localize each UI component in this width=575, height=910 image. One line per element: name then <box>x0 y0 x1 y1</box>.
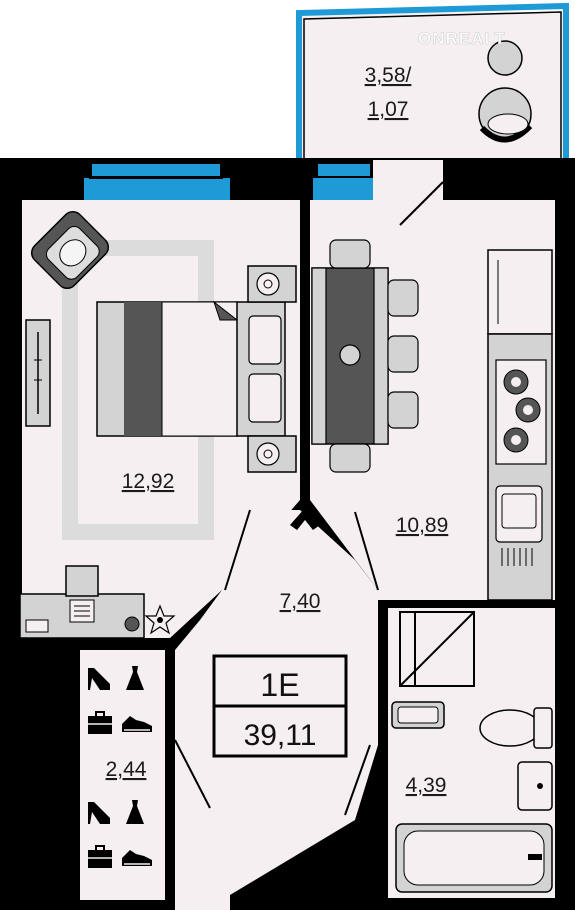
bathtub-faucet <box>528 854 542 860</box>
suitcase-icon-2 <box>88 845 112 868</box>
monitor <box>65 565 99 597</box>
partition-wall <box>300 200 310 505</box>
plant-icon <box>144 604 176 635</box>
balcony-rail-inner <box>303 11 562 158</box>
burner-3 <box>503 427 529 453</box>
keyboard-keys <box>74 605 90 617</box>
nightstand-bottom <box>247 435 297 473</box>
nightstand-top <box>247 265 297 303</box>
bathroom-area-label: 4,39 <box>406 774 447 797</box>
kitchen-door-leaf <box>354 511 379 591</box>
shoe-heel-icon <box>88 668 110 690</box>
pillow-top <box>248 315 282 365</box>
washing-machine-inner <box>397 706 439 724</box>
dining-table-edge-right <box>373 267 389 445</box>
chair-top <box>329 239 371 269</box>
balcony-rail <box>296 2 569 158</box>
bedroom-area-label: 12,92 <box>122 470 175 493</box>
wardrobe-door-leaf <box>174 739 211 809</box>
chair-right-3 <box>387 391 419 429</box>
bath-sink-drain <box>537 783 543 789</box>
sneaker-icon <box>122 716 152 732</box>
dining-table-edge <box>311 267 327 445</box>
burner-1 <box>503 369 529 395</box>
chair-right-2 <box>387 335 419 373</box>
mouse <box>124 616 140 632</box>
dress-icon <box>126 666 144 690</box>
balcony-stool <box>487 40 523 76</box>
armchair <box>30 210 110 290</box>
shoe-heel-icon-2 <box>88 802 110 824</box>
balcony-area-label: 3,58/ <box>365 64 412 87</box>
apartment-total-area: 39,11 <box>244 719 317 752</box>
kitchen-area-label: 10,89 <box>396 514 449 537</box>
sink-basin <box>501 493 537 529</box>
toilet-tank <box>533 707 553 749</box>
bedroom-door-leaf <box>224 509 251 591</box>
toilet <box>479 709 541 747</box>
wardrobe-area-label: 2,44 <box>106 758 147 781</box>
balcony-door <box>373 160 443 200</box>
bathtub-inner <box>403 830 545 886</box>
kitchen-window-glass <box>318 164 370 176</box>
balcony-area-label-2: 1,07 <box>368 98 409 121</box>
hall-area-label: 7,40 <box>280 590 321 613</box>
bed-sheet <box>161 301 238 437</box>
bath-sink <box>517 761 553 811</box>
watermark: ONREALT <box>418 29 506 48</box>
bed-blanket-stripe <box>124 302 162 436</box>
bedroom-window <box>84 178 230 200</box>
apartment-type: 1Е <box>260 667 299 703</box>
sink-drainboard <box>501 548 533 566</box>
suitcase-icon <box>88 711 112 734</box>
pillow-bottom <box>248 373 282 423</box>
burner-2 <box>515 397 541 423</box>
kitchen-window <box>313 178 373 200</box>
wall-cabinet-detail2 <box>34 359 42 381</box>
dress-icon-2 <box>126 800 144 824</box>
chair-right-1 <box>387 279 419 317</box>
partition-end <box>290 508 320 530</box>
bed-fold <box>213 300 239 321</box>
balcony-door-leaf <box>399 181 444 226</box>
chair-bottom <box>329 443 371 473</box>
table-vase <box>339 344 361 366</box>
desk-books <box>25 619 49 633</box>
bedroom-window-glass <box>92 164 220 176</box>
bathroom-door-leaf <box>344 744 371 816</box>
shower-hatch <box>399 611 475 687</box>
fridge <box>487 249 553 335</box>
balcony-chair <box>478 87 533 143</box>
sneaker-icon-2 <box>122 850 152 866</box>
bedroom-window-frame <box>89 161 223 179</box>
